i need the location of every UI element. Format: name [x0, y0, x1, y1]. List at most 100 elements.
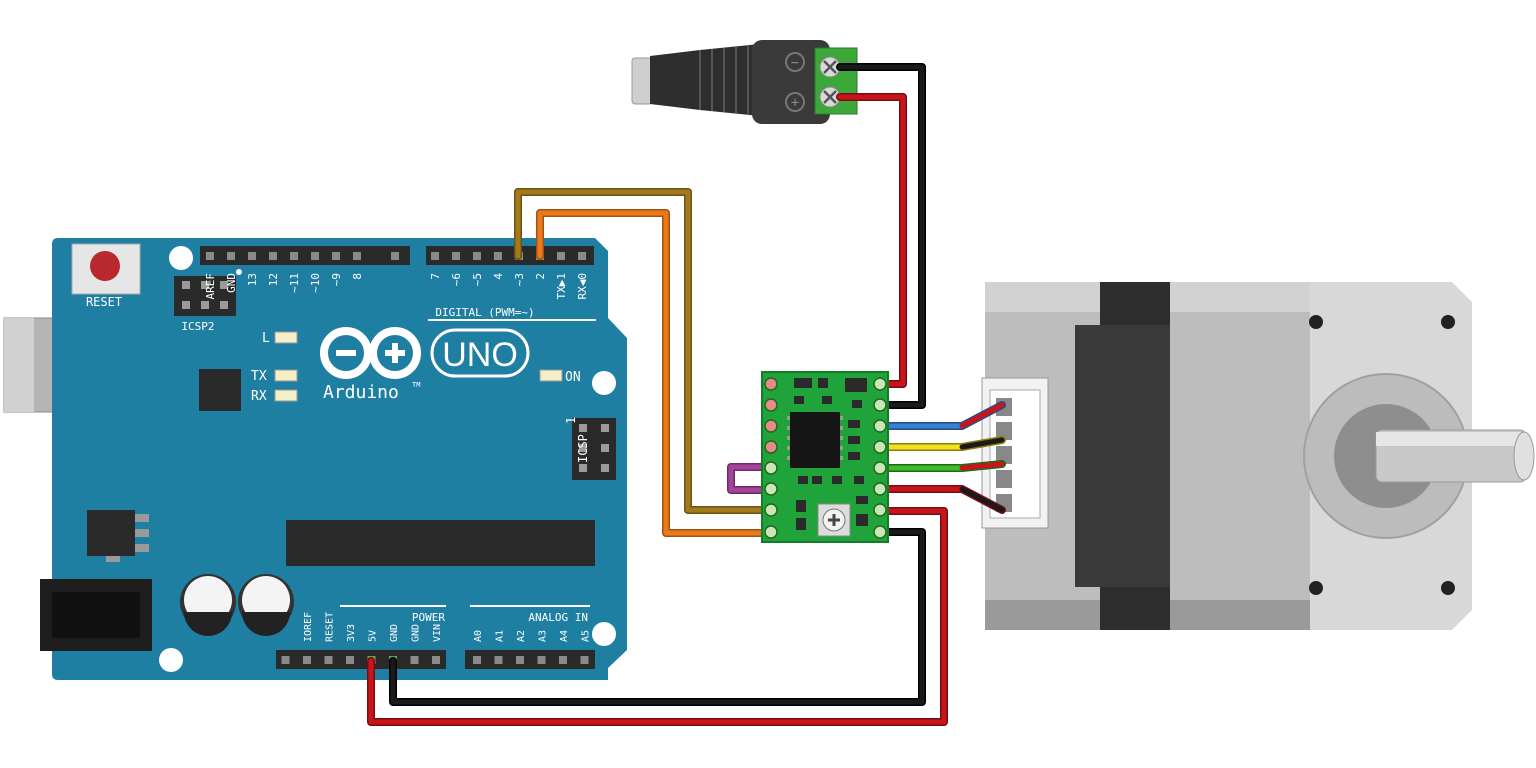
driver-pin-left[interactable] — [764, 440, 778, 454]
a4988-driver-board — [761, 371, 889, 543]
wire-red-vdd — [367, 507, 948, 726]
led-on-label: ON — [565, 370, 581, 385]
arduino-logo — [320, 327, 421, 379]
header-pin[interactable] — [281, 656, 290, 664]
driver-pin-left[interactable] — [764, 482, 778, 496]
pin-label: 4 — [492, 273, 505, 280]
pin-label: A2 — [516, 630, 527, 642]
driver-pin-right[interactable] — [873, 503, 887, 517]
pin-label: RX◀0 — [576, 273, 589, 300]
header-pin[interactable] — [557, 252, 565, 260]
header-pin[interactable] — [290, 252, 298, 260]
voltage-regulator — [87, 510, 135, 556]
header-pin[interactable] — [353, 252, 361, 260]
driver-pin-left[interactable] — [764, 525, 778, 539]
header-pin[interactable] — [248, 252, 256, 260]
wire-red-vmot — [836, 93, 907, 388]
wire-green-coil — [876, 460, 1006, 472]
wire-black-gnd-logic — [389, 528, 926, 706]
header-pin[interactable] — [227, 252, 235, 260]
capacitor — [238, 574, 294, 636]
header-pin[interactable] — [346, 656, 354, 664]
logo-tm: TM — [412, 381, 420, 389]
header-pin[interactable] — [473, 656, 481, 664]
analog-header — [465, 650, 595, 669]
wire-yellow-coil — [876, 436, 1006, 451]
header-pin[interactable] — [494, 656, 503, 664]
pin-label: A5 — [581, 630, 592, 642]
pin-label: GND — [411, 624, 422, 642]
driver-pin-left[interactable] — [764, 398, 778, 412]
pin-label: 2 — [534, 273, 547, 280]
pin-label: 5V — [368, 630, 379, 642]
driver-pin-left[interactable] — [764, 503, 778, 517]
led-rx-label: RX — [251, 389, 267, 404]
pin-label: ~10 — [309, 273, 322, 293]
header-pin[interactable] — [332, 252, 340, 260]
pin-label: RESET — [325, 612, 336, 642]
led-rx — [274, 389, 298, 402]
wire-red-coil — [876, 485, 1006, 514]
driver-pin-right[interactable] — [873, 398, 887, 412]
driver-pin-right[interactable] — [873, 461, 887, 475]
pin-label: GND — [225, 273, 238, 293]
arduino-logo-text: Arduino — [323, 382, 399, 403]
header-pin[interactable] — [516, 656, 524, 664]
pin-label: 13 — [246, 273, 259, 286]
wire-blue-coil — [876, 401, 1006, 430]
header-pin[interactable] — [324, 656, 333, 664]
header-pin[interactable] — [432, 656, 440, 664]
led-l — [274, 331, 298, 344]
driver-pin-right[interactable] — [873, 377, 887, 391]
driver-pin-left[interactable] — [764, 377, 778, 391]
mount-hole — [592, 622, 616, 646]
reset-label: RESET — [86, 295, 122, 309]
header-pin[interactable] — [559, 656, 567, 664]
led-l-label: L — [262, 331, 270, 346]
pin-label: IOREF — [303, 612, 314, 642]
header-pin[interactable] — [410, 656, 419, 664]
icsp2-label: ICSP2 — [181, 320, 214, 333]
pin-label: A1 — [495, 630, 506, 642]
driver-pin-left[interactable] — [764, 461, 778, 475]
mount-hole — [159, 648, 183, 672]
jack-plus-symbol: + — [791, 95, 799, 111]
header-pin[interactable] — [452, 252, 460, 260]
pin-label: 3V3 — [346, 624, 357, 642]
header-pin[interactable] — [494, 252, 502, 260]
header-pin[interactable] — [303, 656, 311, 664]
power-label: POWER — [412, 611, 445, 624]
header-pin[interactable] — [391, 252, 399, 260]
header-pin[interactable] — [537, 656, 546, 664]
wire-brown-step — [514, 188, 776, 514]
pin-label: ~9 — [330, 273, 343, 286]
header-pin[interactable] — [431, 252, 439, 260]
capacitor — [180, 574, 236, 636]
led-on — [539, 369, 563, 382]
driver-pin-right[interactable] — [873, 482, 887, 496]
driver-pin-right[interactable] — [873, 525, 887, 539]
header-pin[interactable] — [580, 656, 589, 664]
icsp-label: ICSP — [576, 434, 590, 463]
header-pin[interactable] — [206, 252, 214, 260]
dc-power-jack: − + — [631, 40, 858, 124]
driver-pin-right[interactable] — [873, 419, 887, 433]
jack-minus-symbol: − — [791, 55, 799, 71]
header-pin[interactable] — [311, 252, 319, 260]
driver-pin-right[interactable] — [873, 440, 887, 454]
header-pin[interactable] — [578, 252, 586, 260]
digital-header-right — [426, 246, 594, 265]
header-pin[interactable] — [269, 252, 277, 260]
mount-hole — [592, 371, 616, 395]
power-header — [276, 650, 446, 669]
driver-pin-left[interactable] — [764, 419, 778, 433]
wire-orange-dir — [536, 209, 776, 537]
wire-black-gnd-motor — [836, 63, 926, 409]
header-pin[interactable] — [473, 252, 481, 260]
digital-header-left — [200, 246, 410, 265]
analog-label: ANALOG IN — [528, 611, 588, 624]
pin-label: ~5 — [471, 273, 484, 286]
pin-label: A4 — [559, 630, 570, 642]
usb-chip — [199, 369, 241, 411]
wire-purple-jumper — [727, 463, 776, 494]
